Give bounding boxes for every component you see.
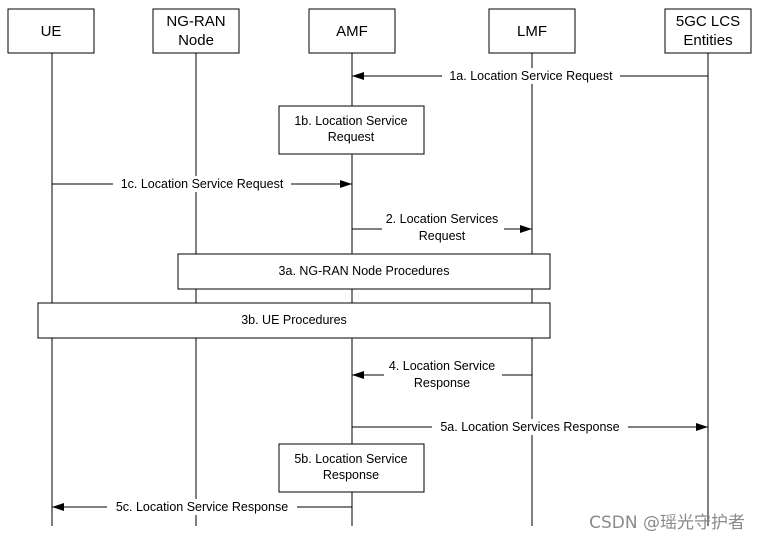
message-5a-label: 5a. Location Services Response — [440, 420, 619, 434]
message-2: 2. Location Services Request — [352, 211, 532, 243]
box-5b-line2: Response — [323, 468, 379, 482]
message-4-line2: Response — [414, 376, 470, 390]
message-5c: 5c. Location Service Response — [52, 499, 352, 515]
message-5c-label: 5c. Location Service Response — [116, 500, 288, 514]
box-3b: 3b. UE Procedures — [37, 302, 551, 339]
entity-ue: UE — [7, 8, 95, 54]
box-3a: 3a. NG-RAN Node Procedures — [177, 253, 551, 290]
message-2-line1: 2. Location Services — [386, 212, 499, 226]
entity-lmf: LMF — [488, 8, 576, 54]
message-2-line2: Request — [419, 229, 466, 243]
box-5b: 5b. Location Service Response — [278, 443, 425, 493]
box-1b-line2: Request — [328, 130, 375, 144]
box-5b-line1: 5b. Location Service — [294, 452, 407, 466]
message-1c: 1c. Location Service Request — [52, 176, 352, 192]
message-1a-label: 1a. Location Service Request — [449, 69, 613, 83]
message-4-line1: 4. Location Service — [389, 359, 495, 373]
entity-ngran-label-line2: Node — [178, 32, 214, 49]
message-4: 4. Location Service Response — [352, 357, 532, 391]
entity-amf: AMF — [308, 8, 396, 54]
entity-lmf-label: LMF — [517, 23, 547, 40]
box-3b-label: 3b. UE Procedures — [241, 313, 347, 327]
entity-amf-label: AMF — [336, 23, 368, 40]
entity-lcs-label-line2: Entities — [683, 32, 732, 49]
box-3a-label: 3a. NG-RAN Node Procedures — [279, 264, 450, 278]
entity-lcs-label-line1: 5GC LCS — [676, 13, 740, 30]
message-5a: 5a. Location Services Response — [352, 419, 708, 435]
box-1b-line1: 1b. Location Service — [294, 114, 407, 128]
message-1c-label: 1c. Location Service Request — [121, 177, 284, 191]
message-1a: 1a. Location Service Request — [352, 68, 708, 84]
box-1b: 1b. Location Service Request — [278, 105, 425, 155]
watermark: CSDN @瑶光守护者 — [589, 513, 745, 533]
entity-ue-label: UE — [41, 23, 62, 40]
entity-ngran-node: NG-RAN Node — [152, 8, 240, 54]
entity-5gc-lcs: 5GC LCS Entities — [664, 8, 752, 54]
entity-ngran-label-line1: NG-RAN — [166, 13, 225, 30]
